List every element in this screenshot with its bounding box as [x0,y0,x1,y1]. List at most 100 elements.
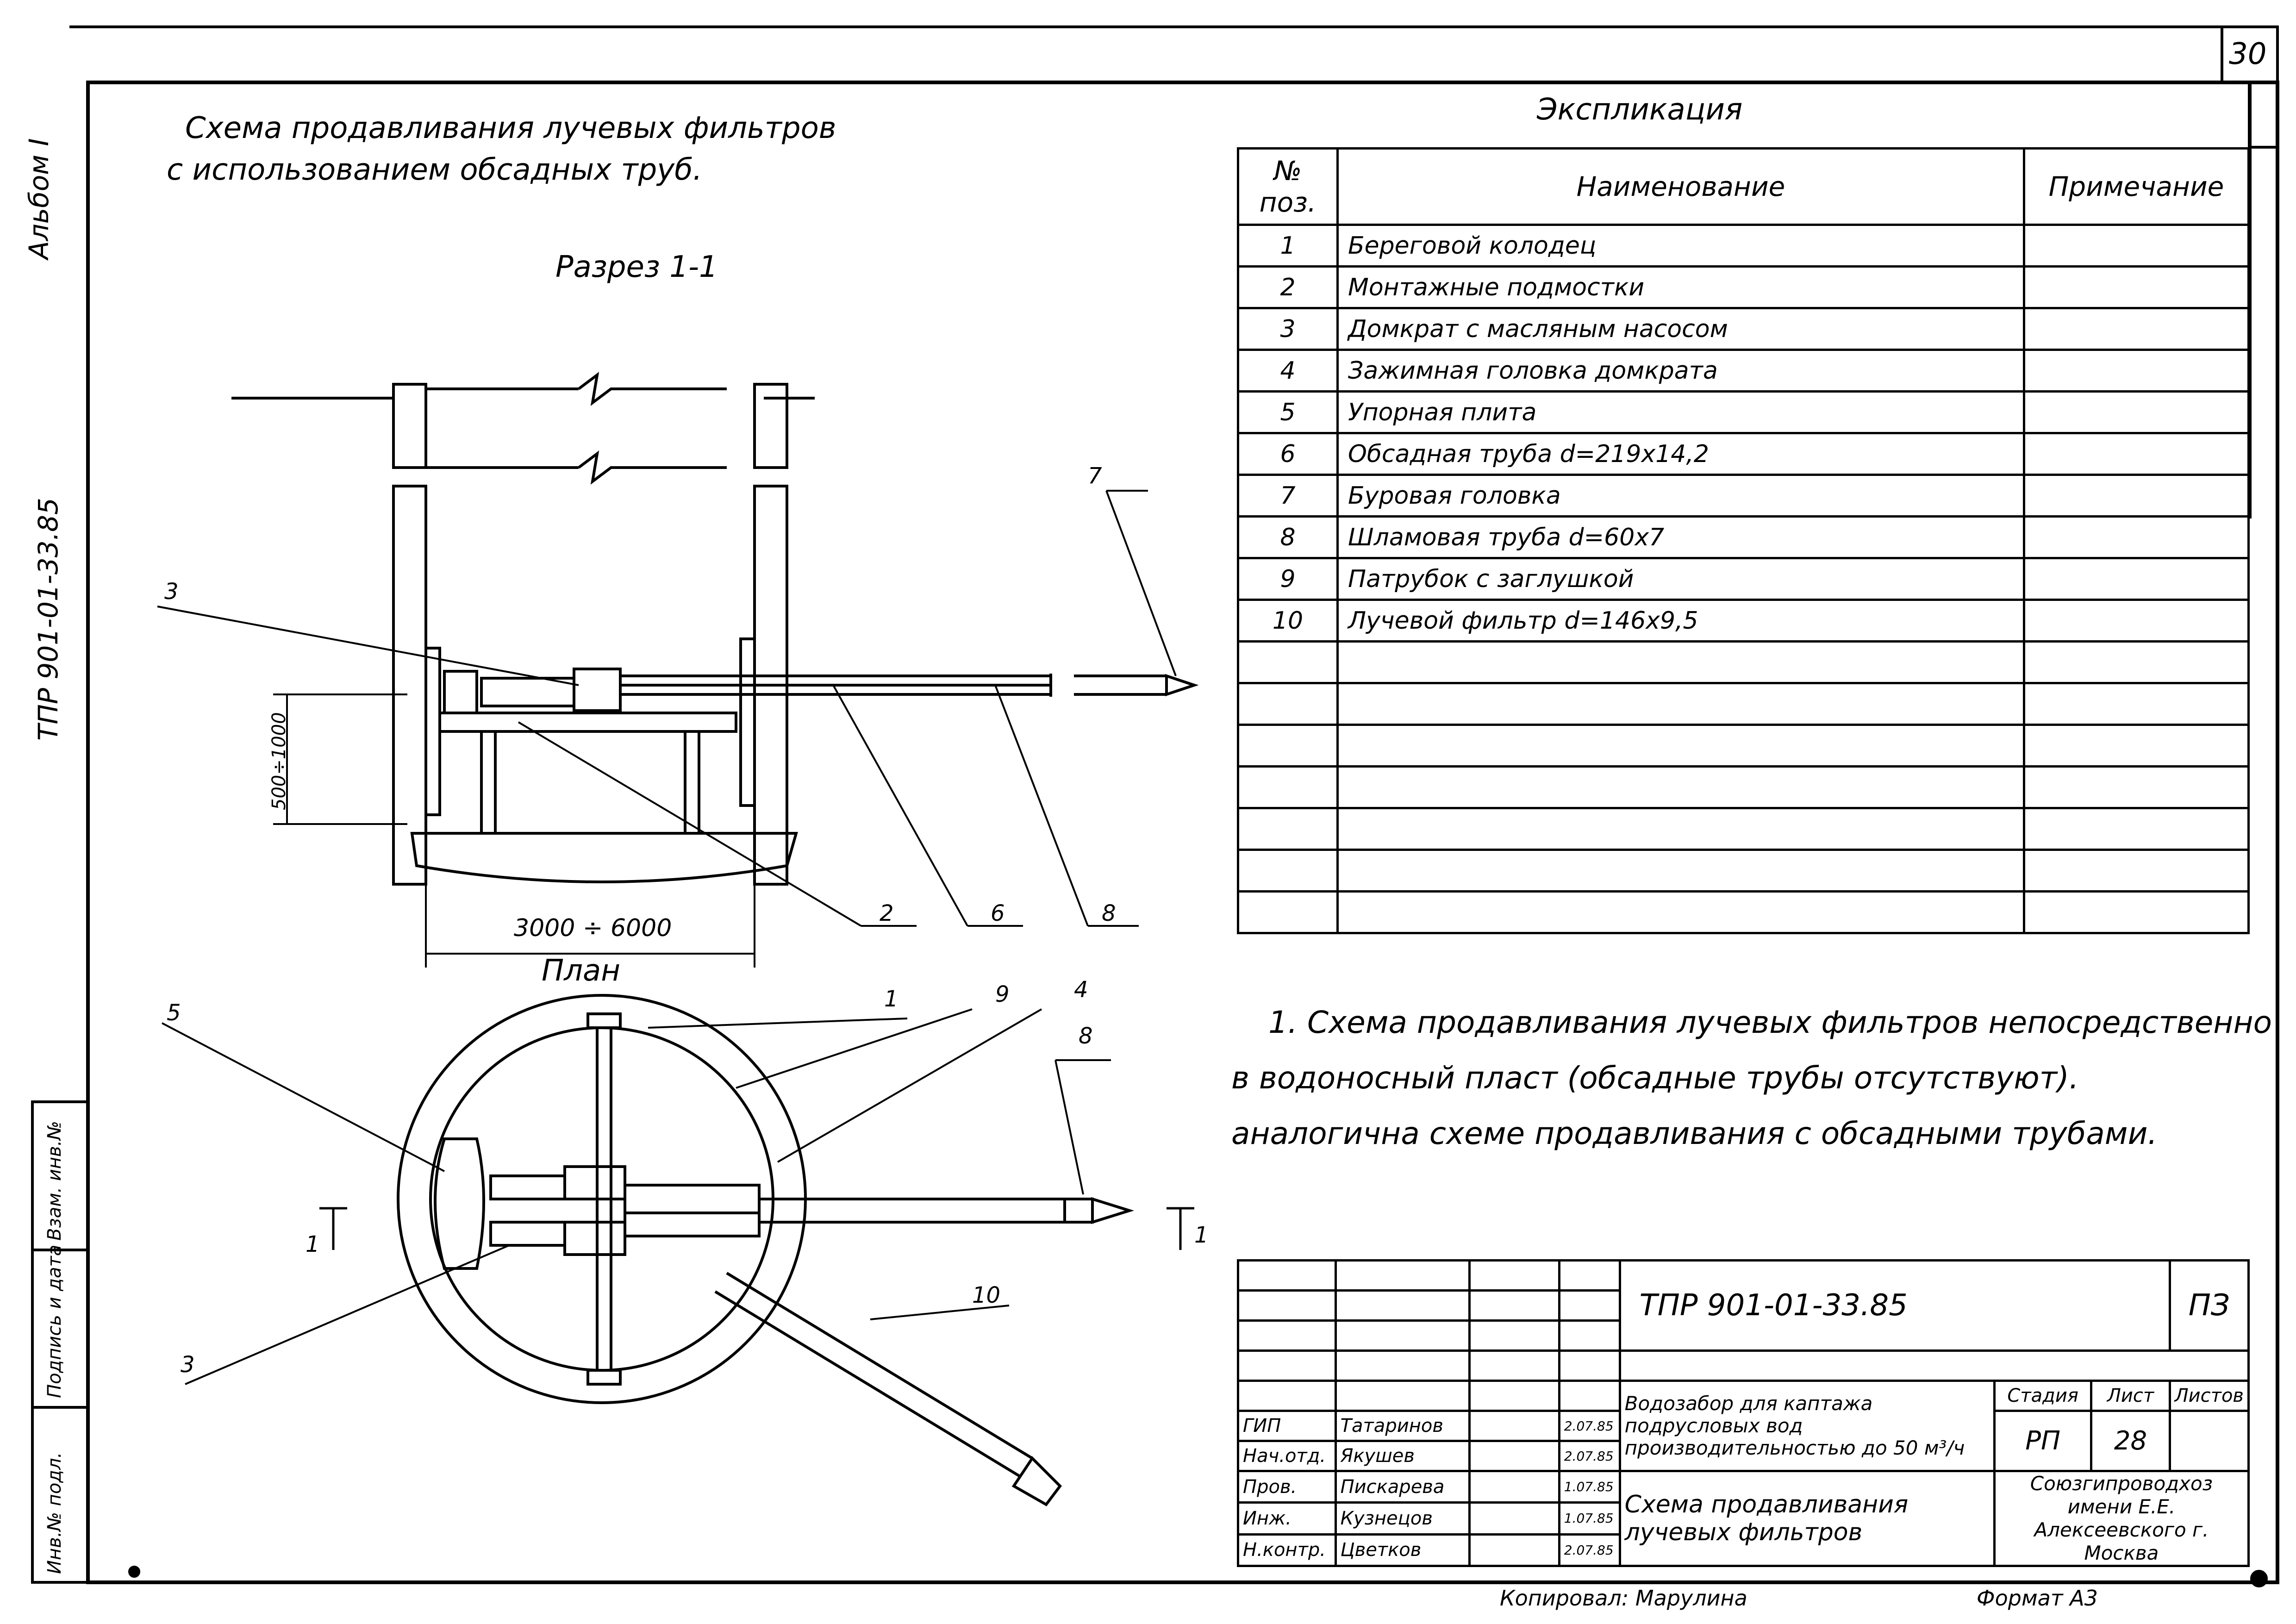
callout-5-plan: 5 [167,1000,181,1026]
row-note [2023,349,2250,393]
row-note [2023,515,2250,559]
explication-header-row: № поз. Наименование Примечание [1237,147,2250,226]
height-dimension: 500÷1000 [268,712,290,810]
row-name: Буровая головка [1336,474,2025,518]
callout-6-section: 6 [991,900,1005,926]
table-row-empty [1237,724,2250,768]
signer-role: Инж. [1237,1501,1337,1536]
signer-name: Якушев [1334,1440,1471,1472]
section-1-1 [157,372,1199,968]
sheet-label: Лист [2090,1380,2171,1412]
row-pos: 3 [1237,307,1339,351]
signer-date: 1.07.85 [1558,1469,1621,1504]
sheet-title: Схема продавливания лучевых фильтров [1618,1470,1996,1567]
table-row-empty [1237,807,2250,851]
doc-code: ТПР 901-01-33.85 [1618,1259,2171,1352]
width-dimension: 3000 ÷ 6000 [514,914,672,942]
signer-name: Татаринов [1334,1410,1471,1442]
section-title: Разрез 1-1 [555,250,718,284]
row-note [2023,224,2250,268]
replace-inv-label: Взам. инв.№ [44,1121,65,1241]
row-name: Упорная плита [1336,390,2025,434]
table-row-empty [1237,849,2250,893]
table-row-empty [1237,765,2250,809]
signer-role: Нач.отд. [1237,1440,1337,1472]
callout-2-section: 2 [880,900,894,926]
stage-label: Стадия [1993,1380,2093,1412]
row-pos: 1 [1237,224,1339,268]
callout-10-plan: 10 [972,1282,1001,1308]
title-block: ТПР 901-01-33.85 ПЗ Водозабор для каптаж… [1237,1259,2250,1568]
table-row-empty [1237,682,2250,726]
row-name: Шламовая труба d=60х7 [1336,515,2025,559]
row-note [2023,307,2250,351]
signer-role: Н.контр. [1237,1533,1337,1568]
signer-role: ГИП [1237,1410,1337,1442]
row-note [2023,432,2250,476]
row-pos: 5 [1237,390,1339,434]
drawing-title-line1: Схема продавливания лучевых фильтров [185,111,836,145]
album-label: Альбом I [23,138,55,259]
cut-mark-left: 1 [306,1231,320,1257]
row-pos: 8 [1237,515,1339,559]
note-line2: в водоносный пласт (обсадные трубы отсут… [1231,1060,2079,1096]
signer-name: Цветков [1334,1533,1471,1568]
row-name: Обсадная труба d=219х14,2 [1336,432,2025,476]
row-pos: 7 [1237,474,1339,518]
row-note [2023,390,2250,434]
signer-date: 2.07.85 [1558,1440,1621,1472]
callout-8-section: 8 [1102,900,1116,926]
signer-name: Кузнецов [1334,1501,1471,1536]
row-pos: 10 [1237,599,1339,643]
inv-orig-label: Инв.№ подл. [44,1452,65,1574]
page-number: 30 [2229,37,2267,71]
callout-8-plan: 8 [1079,1023,1093,1049]
header-name: Наименование [1336,147,2025,226]
row-pos: 9 [1237,557,1339,601]
row-pos: 2 [1237,265,1339,309]
row-note [2023,265,2250,309]
row-note [2023,474,2250,518]
callout-9-plan: 9 [995,981,1010,1007]
row-name: Домкрат с масляным насосом [1336,307,2025,351]
row-name: Монтажные подмостки [1336,265,2025,309]
plan-title: План [542,954,621,988]
table-row-empty [1237,640,2250,684]
note-line3: аналогична схеме продавливания с обсадны… [1231,1116,2158,1151]
row-note [2023,557,2250,601]
outer-frame [86,81,2279,1584]
left-binding-strip [31,1100,89,1584]
organization: Союзгипроводхоз имени Е.Е. Алексеевского… [1993,1470,2250,1567]
sheets-label: Листов [2168,1380,2250,1412]
project-desc: Водозабор для каптажа подрусловых вод пр… [1618,1380,1996,1472]
table-row-empty [1237,890,2250,934]
row-name: Береговой колодец [1336,224,2025,268]
sheet-value: 28 [2090,1410,2171,1472]
callout-3-plan: 3 [181,1352,195,1378]
header-pos: № поз. [1237,147,1339,226]
row-pos: 4 [1237,349,1339,393]
cut-mark-right: 1 [1194,1222,1209,1248]
row-name: Лучевой фильтр d=146х9,5 [1336,599,2025,643]
row-name: Зажимная головка домкрата [1336,349,2025,393]
plan-view [162,994,1194,1506]
header-note: Примечание [2023,147,2250,226]
sign-date-label: Подпись и дата [44,1244,65,1398]
explication-title: Экспликация [1537,93,1743,127]
signer-date: 2.07.85 [1558,1533,1621,1568]
signer-date: 1.07.85 [1558,1501,1621,1536]
callout-4-plan: 4 [1074,977,1088,1003]
format-label: Формат А3 [1977,1586,2098,1611]
